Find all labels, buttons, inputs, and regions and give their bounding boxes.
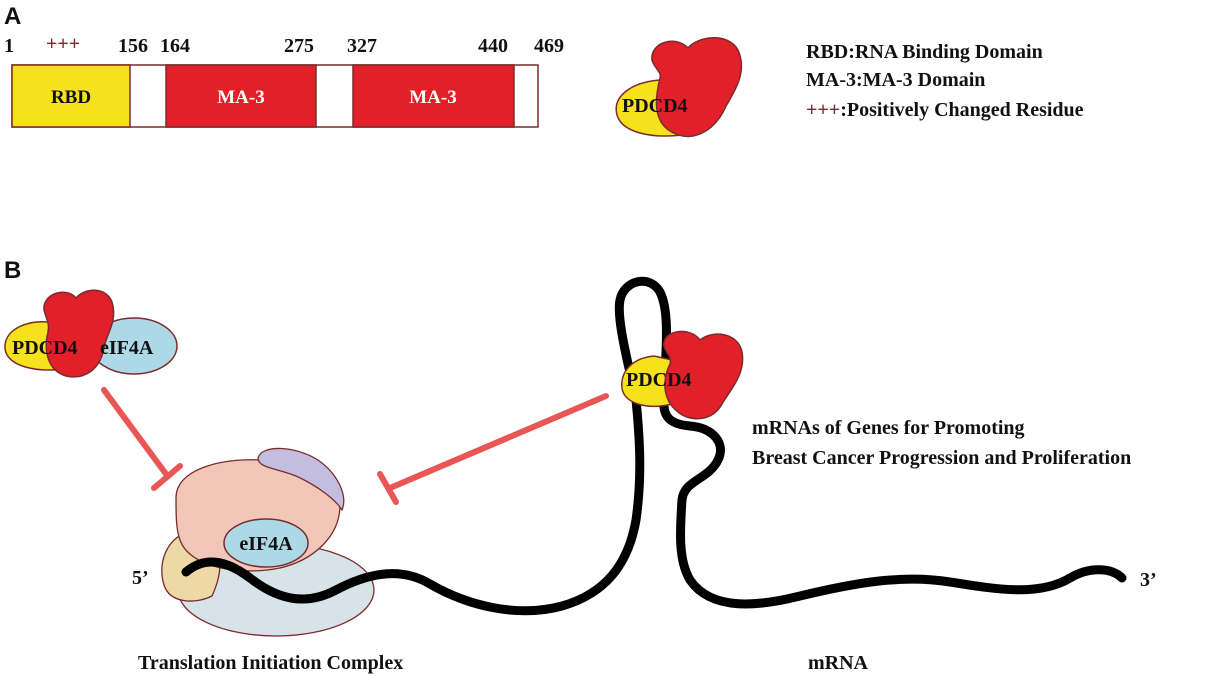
complex-eif4a-label: eIF4A (100, 337, 154, 359)
initiation-factor-purple (257, 447, 345, 512)
domain-label-ma3-second: MA-3 (409, 87, 456, 108)
domain-label-rbd: RBD (51, 87, 91, 108)
legend-rbd: RBD:RNA Binding Domain (806, 41, 1043, 63)
bound-pdcd4: PDCD4 (621, 330, 744, 420)
five-prime-label: 5’ (132, 567, 149, 589)
legend: RBD:RNA Binding Domain MA-3:MA-3 Domain … (806, 41, 1084, 121)
position-440: 440 (478, 35, 508, 57)
position-275: 275 (284, 35, 314, 57)
legend-ma3: MA-3:MA-3 Domain (806, 69, 985, 91)
position-469: 469 (534, 35, 564, 57)
inhibition-arrow-right (377, 393, 609, 505)
pdcd4-protein-shape: PDCD4 (615, 37, 743, 138)
mrna-strand (181, 276, 1127, 616)
position-164: 164 (160, 35, 190, 57)
panel-a-letter: A (4, 3, 21, 30)
position-327: 327 (347, 35, 377, 57)
translation-initiation-complex: eIF4A (161, 447, 375, 637)
caption-translation-complex: Translation Initiation Complex (138, 652, 403, 674)
three-prime-label: 3’ (1140, 569, 1157, 591)
positive-residue-marks: +++ (46, 33, 80, 55)
ribosome-eif4a (223, 518, 309, 568)
legend-positive-residue: +++:Positively Changed Residue (806, 99, 1084, 121)
complex-pdcd4-label: PDCD4 (12, 337, 78, 359)
caption-mrna: mRNA (808, 652, 869, 674)
ribosome-eif4a-label: eIF4A (239, 533, 293, 555)
pdcd4-label: PDCD4 (622, 95, 688, 117)
mrna-note-line2: Breast Cancer Progression and Proliferat… (752, 447, 1131, 469)
mrna-note-line1: mRNAs of Genes for Promoting (752, 417, 1025, 439)
domain-bar: RBD MA-3 MA-3 (11, 64, 539, 128)
domain-rbd (11, 64, 131, 128)
inhibition-arrow-left (101, 387, 183, 491)
position-156: 156 (118, 35, 148, 57)
panel-b-letter: B (4, 257, 21, 284)
domain-label-ma3-first: MA-3 (217, 87, 264, 108)
bound-pdcd4-label: PDCD4 (626, 369, 692, 391)
domain-ma3-second (352, 64, 515, 128)
pdcd4-eif4a-complex: PDCD4 eIF4A (4, 289, 178, 378)
position-1: 1 (4, 35, 14, 57)
domain-ma3-first (165, 64, 317, 128)
